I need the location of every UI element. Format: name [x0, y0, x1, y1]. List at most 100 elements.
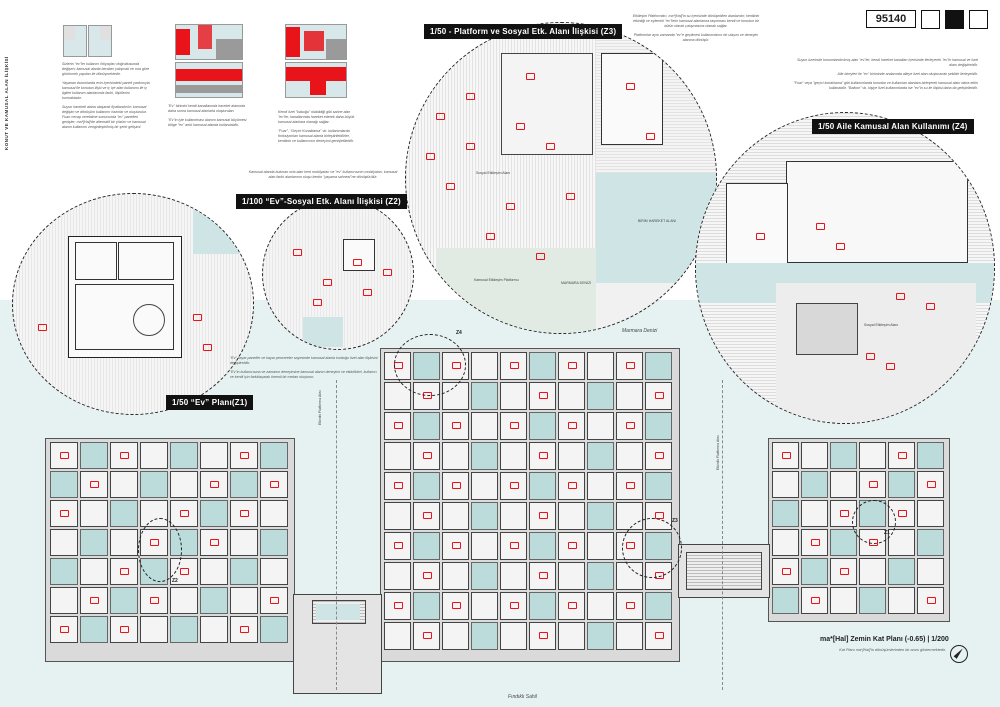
z3-bridge-label: BİRİM HAREKET ALANI: [638, 219, 677, 223]
zone-z4-circle: Sosyal Etkileşim Alanı: [695, 112, 995, 424]
plan-furniture-mark: [452, 482, 461, 490]
plan-water-cell: [859, 587, 886, 614]
plan-furniture-mark: [510, 422, 519, 430]
plan-water-cell: [587, 442, 614, 470]
plan-water-cell: [230, 471, 258, 498]
plan-furniture-mark: [568, 362, 577, 370]
plan-furniture-mark: [240, 626, 250, 633]
plan-unit-cell: [200, 529, 228, 556]
plan-unit-cell: [558, 412, 585, 440]
plan-water-cell: [917, 442, 944, 469]
plan-unit-cell: [801, 500, 828, 527]
plan-furniture-mark: [510, 362, 519, 370]
plan-unit-cell: [140, 587, 168, 614]
plan-unit-cell: [442, 532, 469, 560]
north-arrow-icon: [950, 645, 968, 663]
findikli-label: Fındıklı Sahil: [508, 694, 537, 700]
plan-furniture-mark: [568, 602, 577, 610]
plan-water-cell: [529, 412, 556, 440]
plan-furniture-mark: [423, 632, 432, 640]
plan-unit-cell: [859, 471, 886, 498]
plan-unit-cell: [50, 587, 78, 614]
z3-marina-label: MARMARA DENİZİ: [561, 281, 592, 285]
plan-furniture-mark: [240, 510, 250, 517]
plan-water-cell: [645, 352, 672, 380]
plan-furniture-mark: [568, 422, 577, 430]
plan-furniture-mark: [655, 632, 664, 640]
plan-furniture-mark: [811, 597, 820, 604]
plan-unit-cell: [471, 592, 498, 620]
plan-furniture-mark: [840, 568, 849, 575]
plan-water-cell: [110, 500, 138, 527]
plan-unit-cell: [859, 442, 886, 469]
plan-furniture-mark: [626, 362, 635, 370]
z3-social-label: Sosyal Etkileşim Alanı: [476, 171, 511, 175]
diagram-thumb-3: [175, 24, 243, 60]
plan-unit-cell: [558, 532, 585, 560]
plan-unit-cell: [500, 442, 527, 470]
plan-unit-cell: [830, 471, 857, 498]
plan-unit-cell: [616, 412, 643, 440]
plan-water-cell: [413, 412, 440, 440]
plan-furniture-mark: [394, 422, 403, 430]
plan-water-cell: [888, 471, 915, 498]
plan-water-cell: [471, 502, 498, 530]
plan-unit-cell: [587, 412, 614, 440]
plan-unit-cell: [442, 622, 469, 650]
plan-unit-cell: [616, 352, 643, 380]
marker-z2: Z2: [172, 578, 178, 584]
plan-unit-cell: [917, 587, 944, 614]
plan-water-cell: [170, 616, 198, 643]
plan-unit-cell: [80, 558, 108, 585]
plan-water-cell: [830, 529, 857, 556]
plan-furniture-mark: [240, 452, 250, 459]
plan-furniture-mark: [120, 626, 130, 633]
plan-unit-cell: [471, 352, 498, 380]
marker-z3-ring: [622, 518, 682, 578]
plan-unit-cell: [558, 562, 585, 590]
plan-furniture-mark: [270, 481, 280, 488]
plan-water-cell: [529, 532, 556, 560]
plan-unit-cell: [230, 500, 258, 527]
plan-furniture-mark: [782, 452, 791, 459]
plan-furniture-mark: [927, 481, 936, 488]
plan-furniture-mark: [60, 626, 70, 633]
plan-unit-cell: [200, 442, 228, 469]
plan-unit-cell: [170, 587, 198, 614]
plan-water-cell: [260, 442, 288, 469]
swatch-black: [945, 10, 964, 29]
plan-unit-cell: [645, 442, 672, 470]
plan-unit-cell: [645, 622, 672, 650]
plan-unit-cell: [260, 471, 288, 498]
plan-unit-cell: [50, 500, 78, 527]
plan-water-cell: [80, 442, 108, 469]
plan-furniture-mark: [510, 542, 519, 550]
plan-unit-cell: [110, 616, 138, 643]
plan-unit-cell: [384, 622, 411, 650]
plan-subtitle: Kat Planı ma*[Hal]'in dönüşümlerinden bi…: [839, 648, 946, 652]
plan-water-cell: [830, 442, 857, 469]
plan-unit-cell: [529, 382, 556, 410]
swatch-white-1: [921, 10, 940, 29]
plan-furniture-mark: [782, 568, 791, 575]
plan-unit-cell: [471, 532, 498, 560]
plan-water-cell: [587, 382, 614, 410]
path-left-label: Etkinlik Platformu Aksı: [318, 390, 322, 425]
note-z2-top: Kamusal alanda bulunan orta alan kent mo…: [248, 170, 398, 179]
plan-furniture-mark: [180, 568, 190, 575]
plan-unit-cell: [170, 500, 198, 527]
plan-furniture-mark: [510, 602, 519, 610]
plan-water-cell: [917, 529, 944, 556]
plan-water-cell: [529, 592, 556, 620]
plan-water-cell: [645, 592, 672, 620]
plan-unit-cell: [558, 502, 585, 530]
swatch-white-2: [969, 10, 988, 29]
plan-furniture-mark: [423, 572, 432, 580]
plan-unit-cell: [558, 592, 585, 620]
plan-water-cell: [801, 558, 828, 585]
plan-unit-cell: [500, 382, 527, 410]
plan-unit-cell: [616, 472, 643, 500]
zone-z1-title: 1/50 “Ev” Planı(Z1): [166, 395, 254, 410]
plan-water-cell: [801, 471, 828, 498]
note-thumb-right: Kendi özel "kabuğu" olabildiği gibi sahn…: [278, 110, 355, 143]
